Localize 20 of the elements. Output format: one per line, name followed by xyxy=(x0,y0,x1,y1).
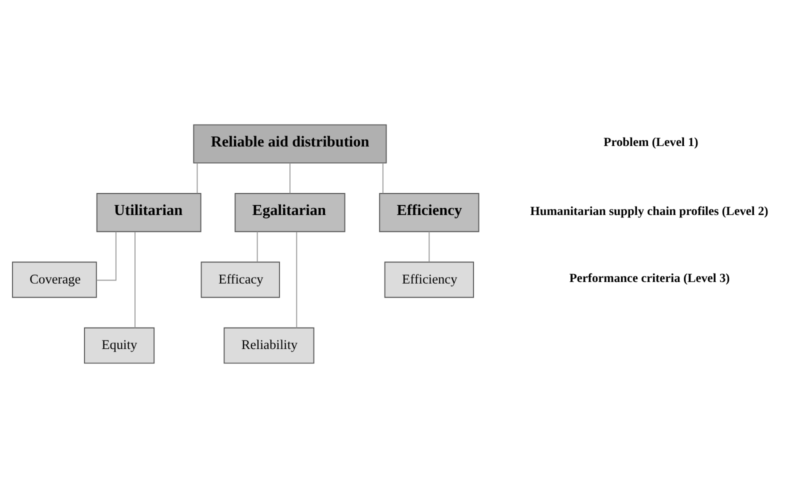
connector xyxy=(289,162,290,194)
node-box: Reliability xyxy=(224,327,314,364)
connector xyxy=(382,162,384,194)
label: Problem (Level 1) xyxy=(604,135,698,150)
label: Humanitarian supply chain profiles (Level 2) xyxy=(530,204,768,218)
node-box: Efficacy xyxy=(200,262,280,298)
node-box: Equity xyxy=(84,327,155,364)
connector xyxy=(296,231,298,328)
connector xyxy=(428,231,430,262)
node-box: Coverage xyxy=(12,262,97,298)
connector xyxy=(196,162,198,194)
node-box: Efficiency xyxy=(384,262,474,298)
node-box: Reliable aid distribution xyxy=(193,124,387,164)
label: Performance criteria (Level 3) xyxy=(569,271,730,286)
node-box: Efficiency xyxy=(379,192,480,232)
connector xyxy=(96,231,116,281)
connector xyxy=(256,231,258,262)
node-box: Egalitarian xyxy=(234,192,346,232)
connector xyxy=(134,231,136,328)
node-box: Utilitarian xyxy=(96,192,202,232)
